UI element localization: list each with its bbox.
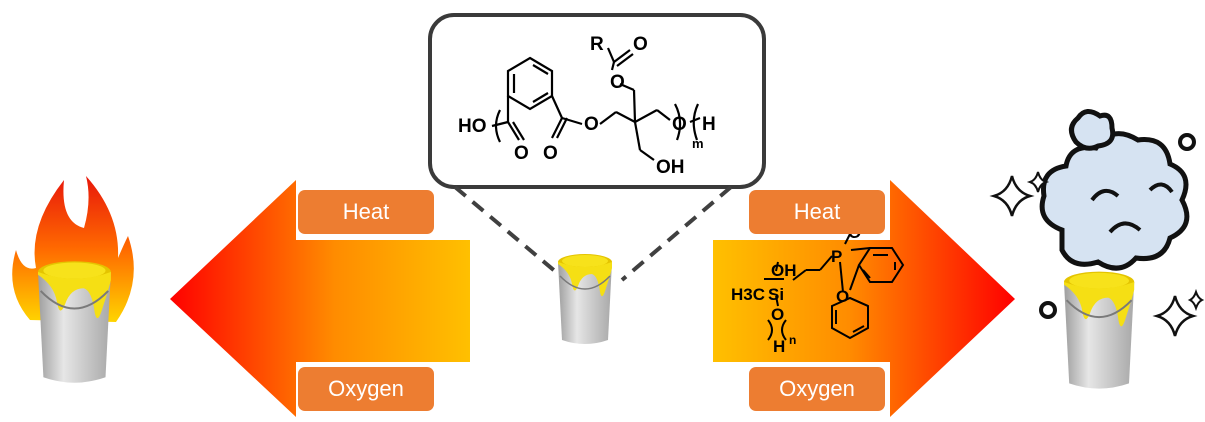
structure-callout	[428, 13, 766, 189]
polymer-hydroxyl: OH	[656, 157, 685, 178]
polymer-labels: HO R O O O O O O H m OH	[458, 34, 716, 178]
polymer-ester-oxygen: O	[610, 72, 625, 93]
fr-methyl: H3C	[731, 285, 765, 304]
soot-dot-icon	[1178, 133, 1196, 151]
heat-label-left: Heat	[298, 190, 434, 234]
polymer-ring-oxygen: O	[514, 143, 529, 164]
soot-dot-icon	[1039, 301, 1057, 319]
small-cloud-icon	[1069, 109, 1116, 151]
fr-silicon: Si	[768, 285, 784, 304]
burning-paint-can	[12, 176, 134, 384]
polymer-end-group-left: HO	[458, 116, 487, 137]
flame-retardant-structure	[764, 233, 905, 341]
polymer-carbonyl-oxygen: O	[633, 34, 648, 55]
oxygen-label-right: Oxygen	[749, 367, 885, 411]
fr-phosphorus: P	[831, 247, 842, 266]
fr-hydroxyl: OH	[771, 261, 797, 280]
polymer-structure	[491, 47, 701, 161]
fr-oxygen: O	[771, 305, 784, 324]
right-arrow	[713, 180, 1015, 417]
oxygen-label-left: Oxygen	[298, 367, 434, 411]
sparkle-icon	[1187, 288, 1205, 312]
polymer-chain-oxygen: O	[672, 114, 687, 135]
callout-pointer-right	[620, 185, 733, 282]
polymer-substituent: R	[590, 34, 604, 55]
callout-pointer-left	[453, 185, 558, 274]
polymer-repeat-subscript: m	[692, 136, 704, 151]
fr-hydrogen: H	[773, 337, 785, 356]
polymer-carbonyl-oxygen-2: O	[543, 143, 558, 164]
left-arrow	[170, 180, 470, 417]
smoke-cloud-icon	[1039, 131, 1190, 271]
sparkle-icon	[1026, 171, 1050, 193]
fr-repeat-subscript: n	[789, 333, 796, 347]
sparkle-icon	[1152, 295, 1198, 337]
polymer-ester-oxygen-2: O	[584, 114, 599, 135]
sparkle-icon	[989, 175, 1035, 217]
paint-can-center	[557, 253, 613, 345]
fr-ring-oxygen: O	[836, 287, 849, 306]
heat-label-right: Heat	[749, 190, 885, 234]
smoking-paint-can	[989, 109, 1205, 390]
polymer-end-group-right: H	[702, 114, 716, 135]
